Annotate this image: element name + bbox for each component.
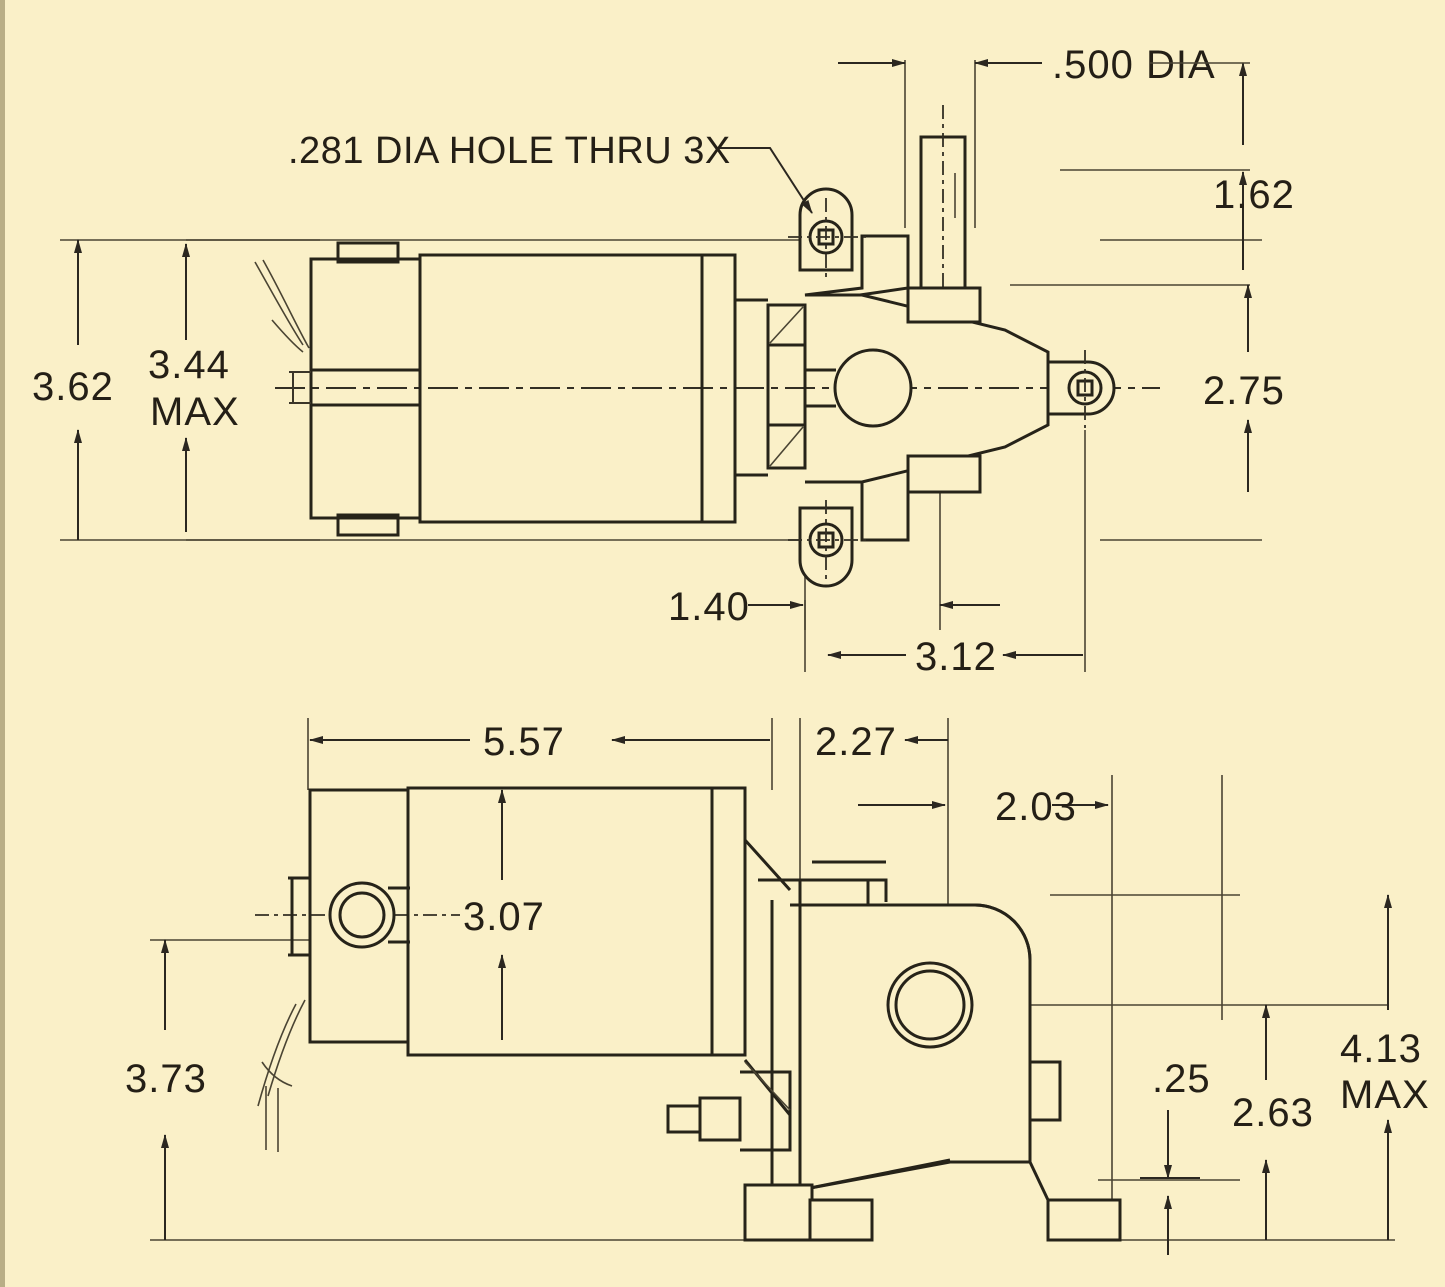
dim-4-13-max-label: MAX [1340, 1073, 1430, 1117]
dim-3-12 [827, 601, 1083, 659]
shaft-boss [906, 286, 982, 494]
mounting-foot-right[interactable] [1028, 1161, 1122, 1242]
gearbox-housing-plan [798, 903, 1062, 1192]
motor-mount-boss [328, 881, 410, 949]
dim-3-07-label: 3.07 [463, 895, 545, 939]
gearbox-interface-block [735, 298, 807, 477]
output-shaft [919, 105, 967, 300]
dim-5-57-label: 5.57 [483, 720, 565, 764]
dim-4-13-label: 4.13 [1340, 1027, 1422, 1071]
dim-2-75-label: 2.75 [1203, 369, 1285, 413]
dim-3-73-label: 3.73 [125, 1057, 207, 1101]
mounting-ear-right[interactable] [1046, 350, 1116, 428]
shaft-dia-label: .500 DIA [1052, 43, 1216, 87]
gearbox-output-hub-plan[interactable] [886, 961, 974, 1049]
mounting-ear-upper[interactable] [788, 187, 866, 278]
dim-3-62-label: 3.62 [32, 365, 114, 409]
hole-note-leader [720, 147, 813, 214]
motor-can-tabs [336, 241, 400, 537]
dim-2-03-label: 2.03 [995, 785, 1077, 829]
dim-3-44-max-label: MAX [150, 390, 240, 434]
dim-3-44-label: 3.44 [148, 343, 230, 387]
bottom-view-group: 5.57 2.27 2.03 3.07 3.73 [125, 718, 1430, 1255]
dim-3-12-label: 3.12 [915, 635, 997, 679]
dim-25 [1140, 1110, 1200, 1255]
top-view-extension-lines [60, 60, 1262, 672]
gearbox-center-boss [805, 348, 913, 428]
dim-2-63-label: 2.63 [1232, 1091, 1314, 1135]
dim-2-27-label: 2.27 [815, 720, 897, 764]
hole-note-text: .281 DIA HOLE THRU 3X [288, 130, 731, 172]
dim-3-44-max [182, 239, 320, 541]
motor-lead-wires [254, 259, 310, 353]
motor-lead-wires-plan [257, 999, 306, 1152]
lower-bracket-detail [666, 1061, 792, 1152]
mounting-foot-left[interactable] [743, 1183, 874, 1242]
motor-body-plan [406, 786, 747, 1057]
gearbox-shoulder-detail [812, 860, 888, 902]
dim-1-62 [1150, 62, 1250, 270]
dim-25-label: .25 [1152, 1057, 1211, 1101]
dim-1-62-label: 1.62 [1213, 173, 1295, 217]
dim-1-40-label: 1.40 [668, 585, 750, 629]
top-view-group: .281 DIA HOLE THRU 3X .500 DIA 1.62 2.75… [32, 43, 1295, 679]
motor-body [418, 253, 737, 524]
mounting-ear-lower[interactable] [788, 500, 866, 588]
